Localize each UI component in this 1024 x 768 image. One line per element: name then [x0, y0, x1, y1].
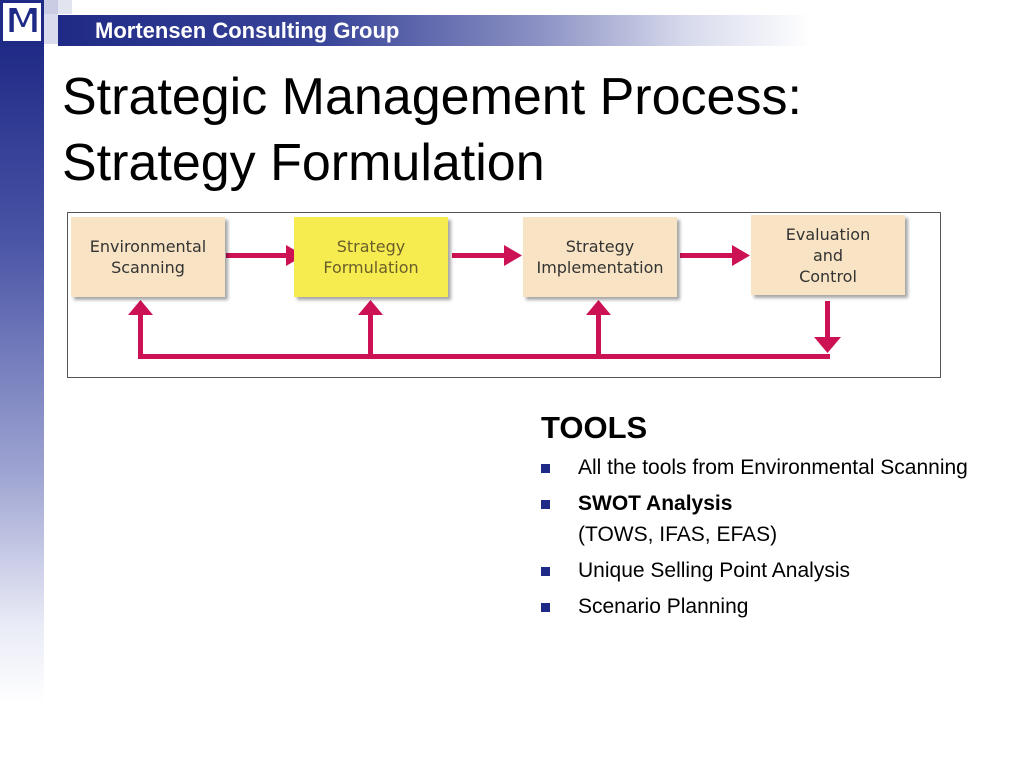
- box-strategy-implementation: Strategy Implementation: [523, 217, 677, 297]
- logo-decor-square: [44, 14, 58, 44]
- box-label: Scanning: [111, 258, 185, 277]
- arrow-impl-to-eval: [680, 253, 734, 258]
- box-label: Environmental: [89, 237, 207, 256]
- feedback-up-3-head: [586, 300, 611, 315]
- arrow-env-to-form: [226, 253, 288, 258]
- list-item-text: All the tools from Environmental Scannin…: [578, 456, 968, 479]
- logo-inner: [3, 3, 41, 41]
- slide-title: Strategic Management Process: Strategy F…: [62, 64, 1002, 196]
- list-item-bold-text: SWOT Analysis: [578, 492, 733, 515]
- box-environmental-scanning: Environmental Scanning: [71, 217, 225, 297]
- box-label: Formulation: [323, 258, 419, 277]
- box-evaluation-control: Evaluation and Control: [751, 215, 905, 295]
- diagram-arrows: [128, 245, 841, 359]
- process-diagram: Environmental Scanning Strategy Formulat…: [67, 212, 941, 378]
- list-item: All the tools from Environmental Scannin…: [541, 452, 981, 483]
- box-label: Implementation: [536, 258, 664, 277]
- feedback-up-2: [368, 313, 373, 359]
- box-label: Strategy: [565, 237, 635, 256]
- arrow-impl-to-eval-head: [732, 245, 750, 266]
- header-band: [58, 15, 1024, 46]
- feedback-down-head: [814, 337, 841, 353]
- left-gradient-bar: [0, 44, 44, 704]
- title-line-1: Strategic Management Process:: [62, 68, 802, 126]
- square-bullet-icon: [541, 464, 550, 473]
- box-label: Evaluation: [785, 224, 871, 244]
- list-item-text: Scenario Planning: [578, 595, 749, 618]
- feedback-up-1-head: [128, 300, 153, 315]
- square-bullet-icon: [541, 500, 550, 509]
- feedback-up-2-head: [358, 300, 383, 315]
- list-item: Unique Selling Point Analysis: [541, 555, 981, 586]
- logo-letter: M: [4, 1, 42, 43]
- company-name: Mortensen Consulting Group: [95, 18, 400, 43]
- list-item-text: Unique Selling Point Analysis: [578, 559, 850, 582]
- feedback-up-3: [596, 313, 601, 359]
- box-label: Control: [799, 266, 857, 286]
- feedback-down: [825, 301, 830, 339]
- logo-decor-square: [44, 0, 58, 14]
- box-label: Strategy: [336, 237, 406, 256]
- tools-section: TOOLS All the tools from Environmental S…: [541, 410, 981, 627]
- tools-list: All the tools from Environmental Scannin…: [541, 452, 981, 622]
- list-item-text: (TOWS, IFAS, EFAS): [578, 523, 778, 546]
- list-item: SWOT Analysis (TOWS, IFAS, EFAS): [541, 488, 981, 550]
- square-bullet-icon: [541, 603, 550, 612]
- box-label: and: [812, 245, 844, 265]
- feedback-up-1: [138, 313, 143, 359]
- logo-decor-square: [58, 0, 72, 14]
- feedback-bottom-line: [138, 354, 830, 359]
- square-bullet-icon: [541, 567, 550, 576]
- list-item: Scenario Planning: [541, 591, 981, 622]
- arrow-form-to-impl-head: [504, 245, 522, 266]
- tools-heading: TOOLS: [541, 410, 648, 445]
- title-line-2: Strategy Formulation: [62, 134, 545, 192]
- arrow-form-to-impl: [452, 253, 506, 258]
- company-logo: M: [0, 0, 44, 44]
- box-strategy-formulation: Strategy Formulation: [294, 217, 448, 297]
